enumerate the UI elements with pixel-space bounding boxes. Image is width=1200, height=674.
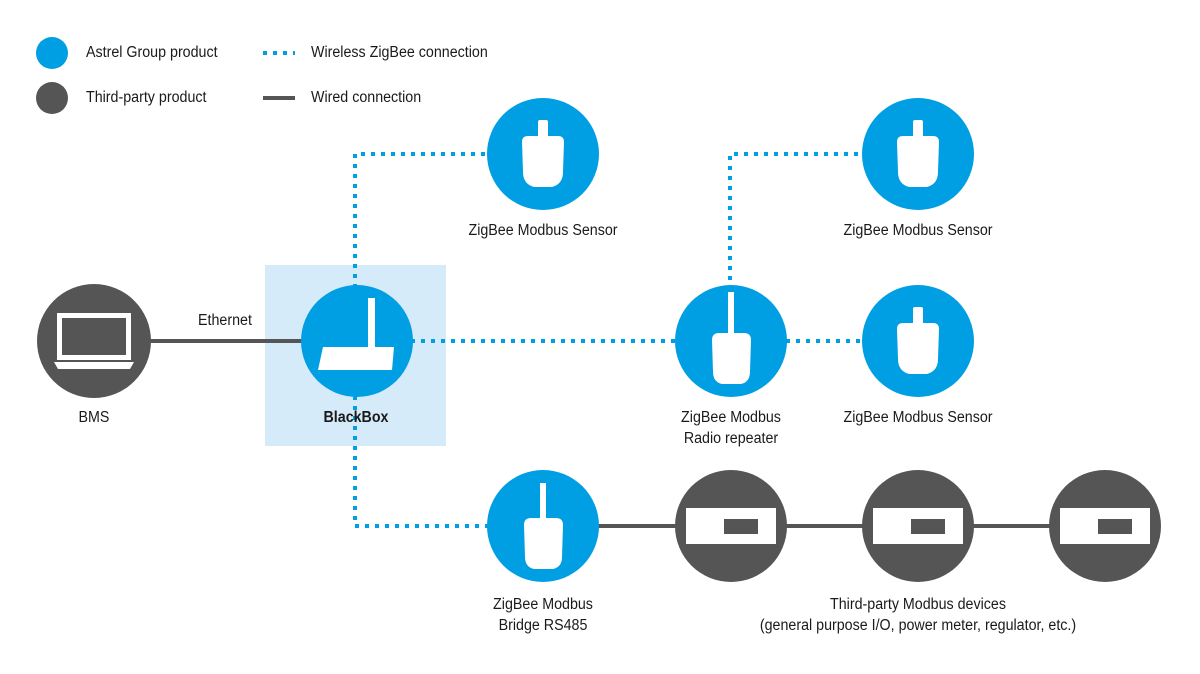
modbus-device-icon: [873, 508, 963, 544]
third-party-device-1: [675, 470, 787, 582]
bridge-icon: [524, 483, 563, 569]
repeater-label-line2: Radio repeater: [683, 430, 779, 447]
radio-repeater-node: [675, 285, 787, 397]
sensor-node-mid-right: [862, 285, 974, 397]
sensor-icon: [522, 120, 564, 187]
legend-third-party-swatch: [36, 82, 68, 114]
legend-wireless-label: Wireless ZigBee connection: [311, 44, 488, 61]
legend-third-party-label: Third-party product: [86, 89, 207, 106]
modbus-device-icon: [1060, 508, 1150, 544]
zigbee-link-blackbox-bridge: [353, 396, 489, 528]
legend-astrel-label: Astrel Group product: [86, 44, 218, 61]
bridge-label-line2: Bridge RS485: [498, 617, 588, 634]
sensor-node-top-right: [862, 98, 974, 210]
blackbox-label: BlackBox: [323, 409, 389, 426]
sensor-node-top-left: [487, 98, 599, 210]
ethernet-label: Ethernet: [198, 312, 252, 329]
third-party-device-2: [862, 470, 974, 582]
sensor-top-right-label: ZigBee Modbus Sensor: [843, 222, 993, 239]
laptop-icon: [54, 313, 134, 369]
legend: [36, 37, 295, 114]
sensor-icon: [897, 307, 939, 374]
zigbee-link-blackbox-sensor1: [353, 152, 489, 288]
bridge-label-line1: ZigBee Modbus: [493, 596, 593, 613]
bms-label: BMS: [78, 409, 110, 426]
bms-node: [37, 284, 151, 398]
router-icon: [318, 298, 394, 370]
third-party-device-3: [1049, 470, 1161, 582]
sensor-icon: [897, 120, 939, 187]
connections: [150, 152, 1052, 528]
sensor-mid-right-label: ZigBee Modbus Sensor: [843, 409, 993, 426]
third-party-label-line1: Third-party Modbus devices: [830, 596, 1006, 613]
third-party-label-line2: (general purpose I/O, power meter, regul…: [759, 617, 1077, 634]
legend-wired-label: Wired connection: [311, 89, 422, 106]
bridge-node: [487, 470, 599, 582]
blackbox-node: [301, 285, 413, 397]
repeater-label-line1: ZigBee Modbus: [681, 409, 781, 426]
modbus-device-icon: [686, 508, 776, 544]
radio-repeater-icon: [712, 292, 751, 384]
sensor-top-left-label: ZigBee Modbus Sensor: [468, 222, 618, 239]
legend-astrel-swatch: [36, 37, 68, 69]
